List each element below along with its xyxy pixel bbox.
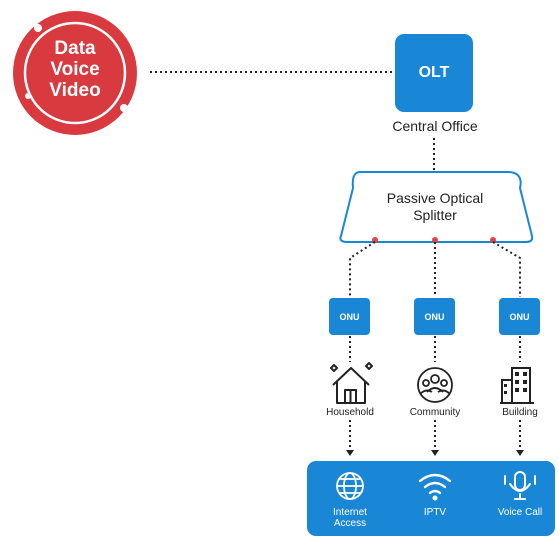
onu-household: ONU	[329, 298, 370, 335]
onu-label: ONU	[339, 311, 360, 322]
service-internet-access: Internet Access	[317, 507, 383, 529]
data-voice-video-badge: Data Voice Video	[10, 8, 140, 138]
splitter-shape	[339, 171, 534, 243]
splitter-port-left	[372, 237, 378, 243]
badge-line-video: Video	[49, 80, 101, 101]
microphone-icon	[504, 471, 536, 500]
service-label-line2: Access	[333, 518, 367, 529]
services-panel: Internet Access IPTV Voice Call	[307, 461, 555, 536]
splitter-label-line2: Splitter	[413, 207, 457, 223]
splitter-label-line1: Passive Optical	[386, 190, 484, 206]
badge-line-data: Data	[54, 38, 96, 59]
olt-box: OLT	[395, 34, 473, 112]
splitter-onu3-link	[492, 241, 521, 297]
splitter-port-center	[432, 237, 438, 243]
onu-building: ONU	[499, 298, 540, 335]
service-icons	[336, 471, 536, 501]
site-label-household: Household	[326, 407, 374, 418]
onu-label: ONU	[509, 311, 530, 322]
service-iptv: IPTV	[402, 507, 468, 518]
globe-icon	[336, 472, 364, 500]
service-label-line1: IPTV	[423, 507, 447, 518]
splitter-onu1-link	[349, 241, 376, 297]
splitter-label: Passive Optical Splitter	[350, 190, 520, 224]
service-label-line1: Internet	[333, 507, 367, 518]
wifi-icon	[418, 473, 452, 501]
central-office-label: Central Office	[392, 118, 478, 134]
onu-community: ONU	[414, 298, 455, 335]
splitter-port-right	[490, 237, 496, 243]
site-label-community: Community	[409, 407, 461, 418]
service-voice-call: Voice Call	[485, 507, 555, 518]
onu-label: ONU	[424, 311, 445, 322]
site-label-building: Building	[502, 407, 538, 418]
olt-label: OLT	[418, 64, 450, 81]
badge-circle	[13, 11, 137, 135]
service-label-line1: Voice Call	[497, 507, 543, 518]
badge-line-voice: Voice	[50, 59, 100, 80]
